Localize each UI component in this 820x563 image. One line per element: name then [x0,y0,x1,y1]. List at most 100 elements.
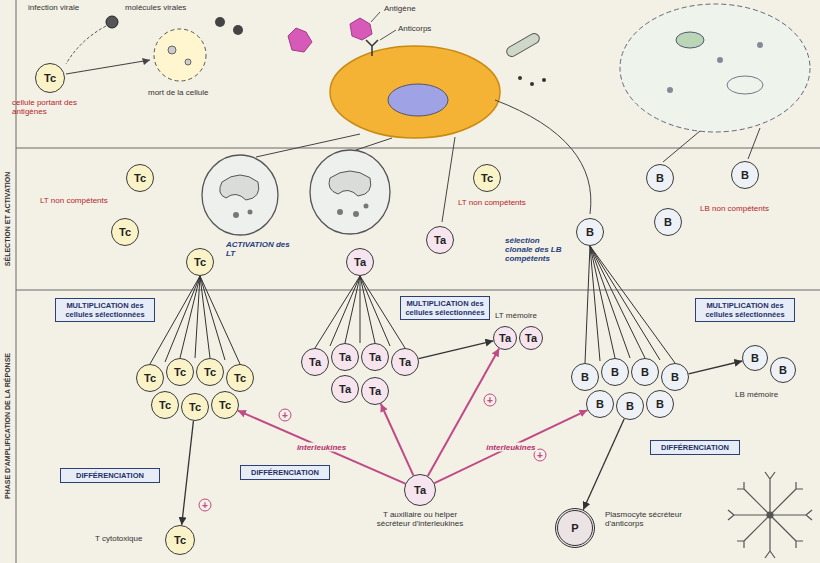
cell-label: B [641,366,649,378]
cell-circle: Ta [426,226,454,254]
step-box: MULTIPLICATION des cellules sélectionnée… [400,296,490,320]
annotation-label: cellule portant des antigènes [12,98,90,116]
cell-label: Tc [174,366,186,378]
cell-circle: B [571,363,599,391]
annotation-label: Anticorps [398,24,458,33]
cell-circle: Ta [331,375,359,403]
cell-circle: Ta [346,248,374,276]
cell-circle: B [576,218,604,246]
cell-label: B [581,371,589,383]
cell-label: B [671,371,679,383]
cell-circle: Tc [196,358,224,386]
cell-label: B [626,400,634,412]
step-text: DIFFÉRENCIATION [64,471,156,480]
cell-circle: B [646,390,674,418]
cell-label: Tc [134,172,146,184]
cell-circle: Tc [473,164,501,192]
cell-circle: B [616,392,644,420]
step-text: MULTIPLICATION des cellules sélectionnée… [404,299,486,317]
cell-circle: B [601,358,629,386]
cell-label: B [611,366,619,378]
cell-circle: B [770,357,796,383]
cell-circle: Tc [166,358,194,386]
cell-label: Tc [219,399,231,411]
step-box: DIFFÉRENCIATION [60,468,160,483]
cell-circle: Ta [519,326,543,350]
connector-arrow [419,341,494,359]
cell-label: Ta [525,332,537,344]
multiplication-fans [150,246,675,364]
annotation-label: LT non compétents [458,198,528,207]
cell-circle: Ta [361,343,389,371]
connector-arrow [583,419,624,510]
cell-circle: B [586,390,614,418]
cell-circle: Ta [391,348,419,376]
cell-circle: Tc [165,525,195,555]
cell-circle: Tc [181,393,209,421]
step-box: MULTIPLICATION des cellules sélectionnée… [695,298,795,322]
cell-circle: Tc [151,391,179,419]
cell-label: Ta [339,383,351,395]
cell-label: Tc [234,372,246,384]
cell-circle: B [742,345,768,371]
cell-label: Ta [309,356,321,368]
cell-circle: Tc [35,63,65,93]
annotation-label: LB mémoire [735,390,805,399]
cell-label: B [664,216,672,228]
cell-label: Tc [194,256,206,268]
cell-label: B [656,398,664,410]
cell-label: Ta [499,332,511,344]
cell-circle: B [631,358,659,386]
connector-arrow [434,410,587,483]
edge-label: interleukines [295,443,348,452]
cell-label: Tc [159,399,171,411]
step-box: DIFFÉRENCIATION [650,440,740,455]
plus-sign: + [199,499,212,512]
cell-label: Ta [399,356,411,368]
phase-label: SÉLECTION ET ACTIVATION [4,172,12,266]
cell-label: Tc [481,172,493,184]
antibody-star [728,472,812,558]
antigen-presenting-cell [288,12,546,138]
cell-circle: Tc [111,218,139,246]
cell-circle: Ta [493,326,517,350]
cell-label: Tc [189,401,201,413]
infected-cell-scene [66,16,243,81]
cell-circle: B [731,161,759,189]
cell-label: Tc [204,366,216,378]
cell-label: Ta [339,351,351,363]
connector-arrow [182,421,194,525]
cell-label: B [596,398,604,410]
plus-sign: + [279,409,292,422]
cell-circle: Ta [301,348,329,376]
bacterium-cell [620,4,810,132]
annotation-label: ACTIVATION des LT [226,240,298,258]
cell-circle: Ta [331,343,359,371]
step-text: DIFFÉRENCIATION [654,443,736,452]
cell-label: B [586,226,594,238]
cell-label: Ta [369,351,381,363]
cell-label: B [741,169,749,181]
frame-lines [16,0,820,563]
annotation-label: Antigène [384,4,444,13]
step-text: MULTIPLICATION des cellules sélectionnée… [699,301,791,319]
cell-label: Ta [414,484,426,496]
cell-label: Ta [354,256,366,268]
annotation-label: LT mémoire [495,311,555,320]
annotation-label: T auxiliaire ou helper sécréteur d'inter… [370,510,470,528]
cell-label: Tc [144,372,156,384]
annotation-label: LT non compétents [40,196,108,205]
cell-circle: Tc [226,364,254,392]
annotation-label: T cytotoxique [95,534,161,543]
annotation-label: Plasmocyte sécréteur d'anticorps [605,510,697,528]
cell-label: P [571,522,578,534]
step-text: MULTIPLICATION des cellules sélectionnée… [59,301,151,319]
cell-circle: P [555,508,595,548]
cell-label: B [779,364,787,376]
annotation-label: sélection clonale des LB compétents [505,236,569,264]
cell-label: Tc [119,226,131,238]
cell-label: B [751,352,759,364]
cell-label: Ta [369,385,381,397]
